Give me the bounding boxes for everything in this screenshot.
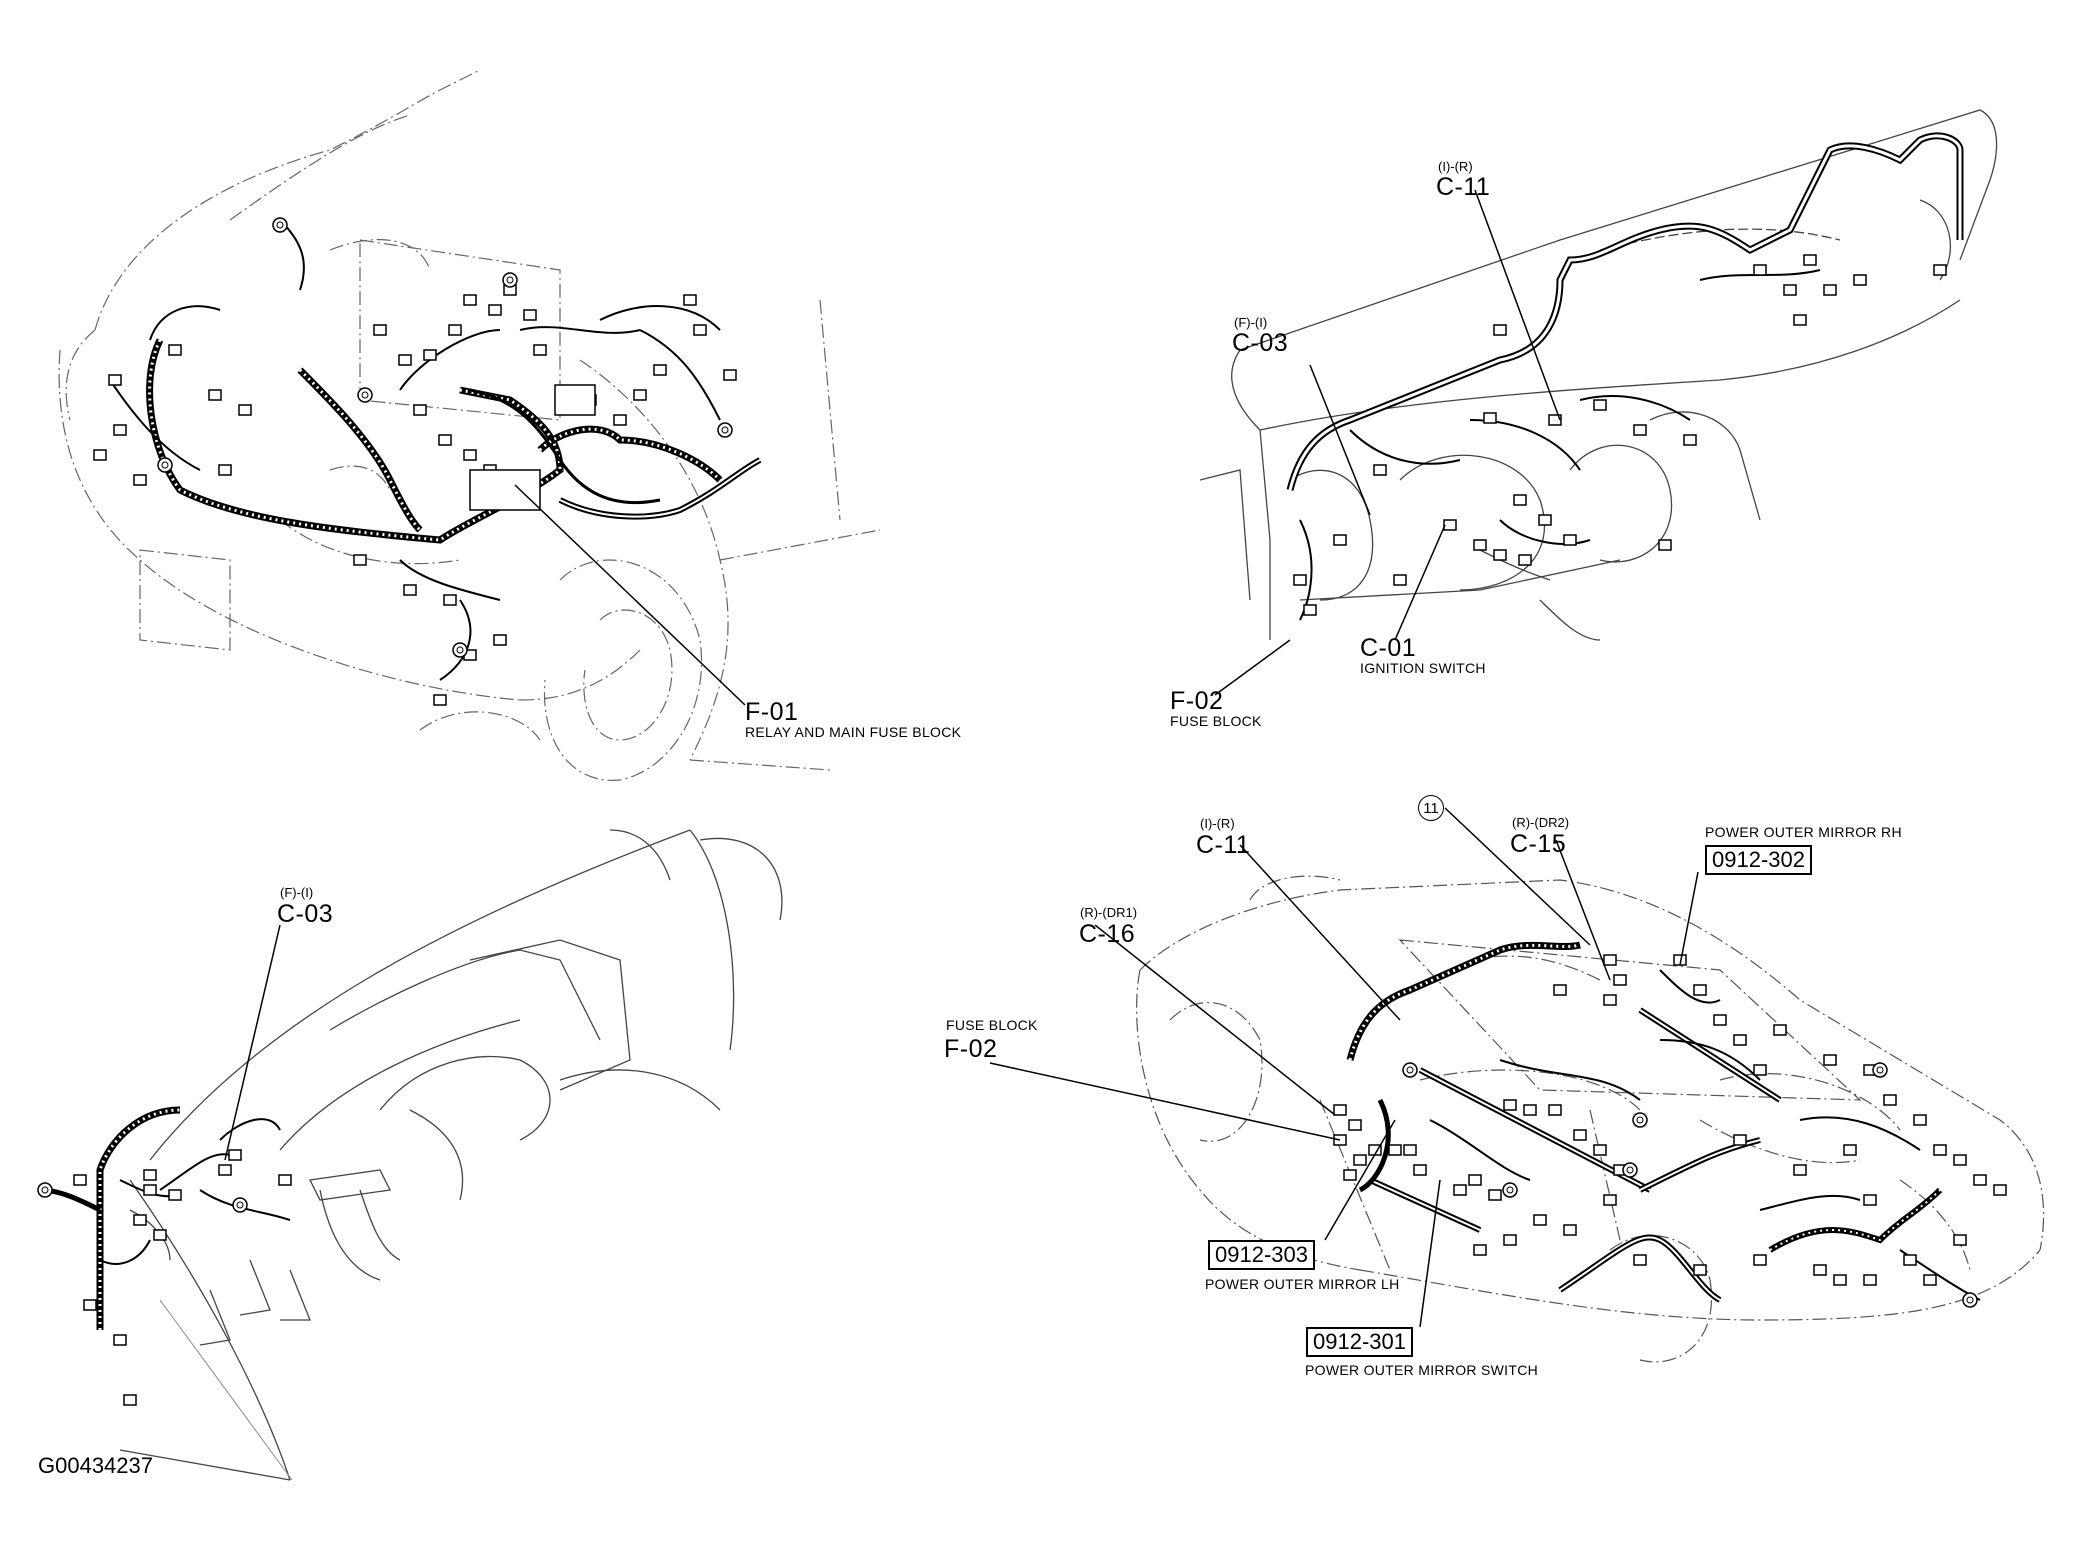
c03-dash-code-label: C-03 bbox=[1232, 329, 1289, 357]
c16-vehicle-position-label: (R)-(DR1) bbox=[1080, 905, 1138, 920]
leader-f02-dash bbox=[1214, 639, 1291, 696]
f02-vehicle-desc-label: FUSE BLOCK bbox=[946, 1017, 1038, 1033]
mirror-rh-desc-label: POWER OUTER MIRROR RH bbox=[1705, 824, 1902, 840]
mirror-rh-code-box: 0912-302 bbox=[1705, 845, 1812, 875]
interior-outline bbox=[119, 829, 783, 1481]
leader-fig-id bbox=[159, 1299, 293, 1481]
leader-circle-11 bbox=[1444, 807, 1591, 946]
fuse-block-box bbox=[469, 384, 596, 511]
c01-code-label: C-01 bbox=[1360, 634, 1417, 662]
c15-vehicle-code-label: C-15 bbox=[1510, 830, 1567, 858]
c11-vehicle-code-label: C-11 bbox=[1196, 831, 1251, 859]
c11-dash-position-label: (I)-(R) bbox=[1438, 159, 1473, 174]
leader-c11-dash bbox=[1474, 189, 1561, 421]
dash-outline bbox=[1199, 109, 1998, 641]
leader-mirror-lh bbox=[1324, 1119, 1396, 1241]
leader-mirror-switch bbox=[1419, 1179, 1441, 1328]
kick-connectors bbox=[37, 1149, 292, 1406]
instrument-panel-view bbox=[1199, 109, 1998, 696]
vehicle-outline bbox=[1136, 875, 2045, 1363]
circle-marker-11: 11 bbox=[1418, 795, 1444, 821]
harness-dash bbox=[1286, 132, 1964, 621]
mirror-switch-desc-label: POWER OUTER MIRROR SWITCH bbox=[1305, 1362, 1539, 1378]
c01-desc-label: IGNITION SWITCH bbox=[1360, 660, 1486, 676]
leader-f01 bbox=[514, 484, 746, 706]
connectors bbox=[93, 217, 737, 706]
leader-f02-vehicle bbox=[989, 1062, 1341, 1141]
leader-c01-dash bbox=[1394, 524, 1446, 641]
harness-vehicle bbox=[1346, 941, 1981, 1303]
c16-vehicle-code-label: C-16 bbox=[1079, 920, 1136, 948]
vehicle-body-view bbox=[989, 807, 2045, 1363]
mirror-lh-desc-label: POWER OUTER MIRROR LH bbox=[1205, 1276, 1400, 1292]
c03-kick-position-label: (F)-(I) bbox=[280, 885, 314, 900]
leader-lines-vehicle bbox=[989, 807, 1699, 1328]
mirror-lh-code-box: 0912-303 bbox=[1208, 1240, 1315, 1270]
leader-c15-vehicle bbox=[1555, 839, 1611, 981]
c15-vehicle-position-label: (R)-(DR2) bbox=[1512, 815, 1570, 830]
engine-compartment-view bbox=[58, 69, 881, 781]
mirror-switch-code-box: 0912-301 bbox=[1306, 1327, 1413, 1357]
leader-c03-kick bbox=[224, 924, 281, 1161]
f01-desc-label: RELAY AND MAIN FUSE BLOCK bbox=[745, 724, 962, 740]
c03-dash-position-label: (F)-(I) bbox=[1234, 315, 1268, 330]
car-body-outline bbox=[58, 69, 881, 781]
f02-dash-desc-label: FUSE BLOCK bbox=[1170, 713, 1262, 729]
leader-mirror-rh bbox=[1679, 871, 1699, 966]
c11-vehicle-position-label: (I)-(R) bbox=[1200, 816, 1235, 831]
harness-kick bbox=[39, 1106, 291, 1330]
c03-kick-code-label: C-03 bbox=[277, 900, 334, 928]
harness-main bbox=[109, 219, 762, 681]
c11-dash-code-label: C-11 bbox=[1436, 173, 1491, 201]
f02-vehicle-code-label: F-02 bbox=[944, 1035, 998, 1063]
leader-c11-vehicle bbox=[1239, 844, 1401, 1021]
dash-connectors bbox=[1293, 254, 1947, 616]
figure-id-label: G00434237 bbox=[38, 1453, 153, 1478]
f02-dash-code-label: F-02 bbox=[1170, 687, 1224, 715]
leader-c16-vehicle bbox=[1094, 924, 1336, 1116]
f01-code-label: F-01 bbox=[745, 698, 799, 726]
kick-panel-view bbox=[37, 829, 783, 1481]
leader-c03-dash bbox=[1309, 364, 1371, 516]
